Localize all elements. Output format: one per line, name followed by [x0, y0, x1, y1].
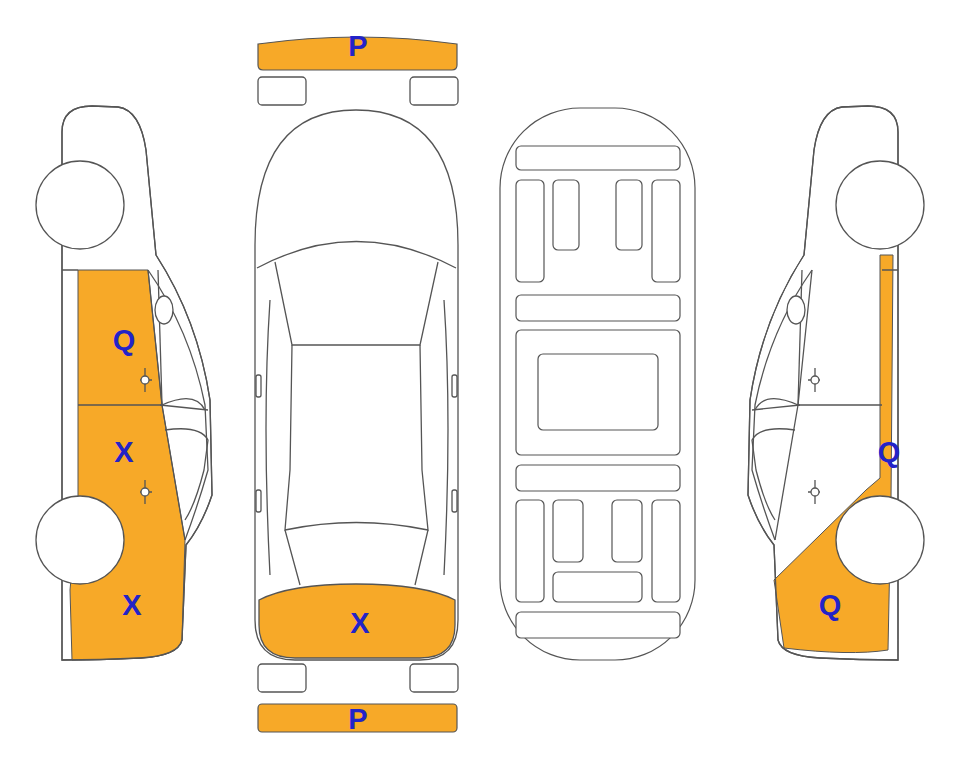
damage-code: X: [350, 609, 369, 638]
damage-code: X: [122, 591, 141, 620]
damage-code: Q: [113, 326, 136, 355]
damage-code: P: [348, 32, 367, 61]
damage-code: Q: [878, 438, 901, 467]
damage-code: Q: [819, 591, 842, 620]
damage-code: X: [114, 438, 133, 467]
damage-code: P: [348, 705, 367, 734]
